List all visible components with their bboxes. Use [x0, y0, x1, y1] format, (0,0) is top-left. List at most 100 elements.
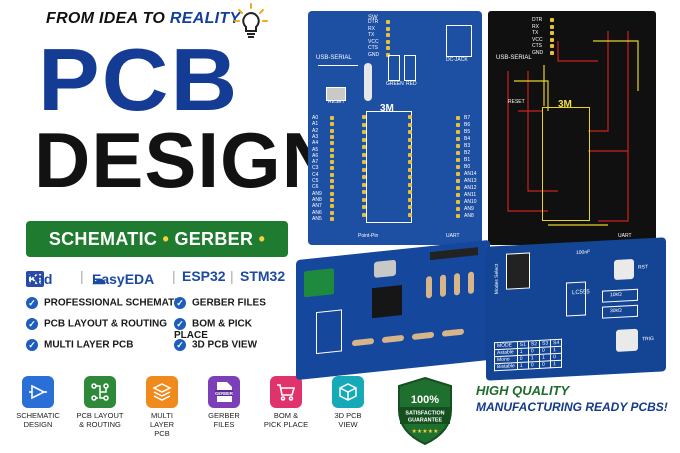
pin-label: AN14 — [464, 171, 477, 177]
pin-pad — [330, 147, 334, 152]
service-label-line1: PCB LAYOUT — [76, 411, 124, 420]
feature-item: ✓PCB LAYOUT & ROUTING — [26, 318, 167, 330]
chip-pin-pad — [362, 130, 366, 134]
pin-pad — [330, 134, 334, 139]
chip-outline — [566, 281, 586, 317]
check-icon: ✓ — [26, 339, 38, 351]
pcb-board-555: Modes Select 100nF RST LC555 10kΩ 30kΩ T… — [486, 237, 666, 381]
pin-pad — [456, 179, 460, 183]
stm32-label: STM32 — [240, 268, 286, 284]
pin-label: A2 — [312, 127, 319, 134]
check-icon: ✓ — [174, 297, 186, 309]
feature-item: ✓PROFESSIONAL SCHEMATIC — [26, 297, 184, 309]
table-cell: 0 — [528, 361, 540, 369]
pcb-layout-icon — [84, 376, 116, 408]
service-label-line2: PCB — [154, 429, 170, 438]
board-label-usb: USB-SERIAL — [316, 55, 352, 61]
pin-label: AN8 — [312, 196, 322, 203]
copper-traces — [507, 31, 639, 226]
easyeda-text: EasyEDA — [92, 271, 155, 287]
pin-label: AN11 — [464, 192, 477, 198]
service-label-line2: FILES — [213, 420, 235, 429]
pin-pad — [386, 26, 390, 31]
pin-label: A1 — [312, 121, 319, 128]
pin-pad — [550, 31, 554, 35]
pin-pad — [330, 216, 334, 221]
feature-item: ✓MULTI LAYER PCB — [26, 339, 133, 351]
badge-stars: ★★★★★ — [412, 428, 439, 435]
pin-label: AN7 — [312, 203, 322, 210]
pin-pad — [330, 204, 334, 209]
service-label-line1: BOM & — [273, 411, 299, 420]
pin-label: TX — [368, 32, 375, 38]
resistor — [442, 328, 464, 337]
chip-pin-pad — [362, 122, 366, 127]
chip-pin-pad — [408, 197, 412, 202]
pin-pad — [456, 200, 460, 204]
cloud-icon: ☁ — [92, 271, 106, 287]
pin-label: GND — [368, 51, 380, 58]
board-label-dc-jack: DC-JACK — [446, 57, 468, 63]
silkscreen-line — [318, 65, 358, 66]
mode-table: MODE S1 S2 S3 S4 Astable 1 0 0 1 Mono 0 … — [494, 339, 562, 372]
tagline-part-b: REALITY — [169, 10, 241, 27]
pin-pad — [330, 197, 334, 202]
quality-line1: HIGH QUALITY — [476, 383, 570, 398]
quality-line2: MANUFACTURING READY PCBS! — [476, 400, 668, 414]
board-label-usb: USB-SERIAL — [496, 55, 532, 61]
resistor — [454, 272, 460, 296]
service-label-line2: DESIGN — [23, 420, 53, 429]
chip-pin-pad — [408, 130, 412, 134]
pin-label: C3 — [312, 165, 319, 172]
pin-label: B4 — [464, 136, 471, 142]
chip-pin-pad — [362, 145, 366, 149]
badge-percent: 100% — [411, 394, 439, 406]
pin-pad — [330, 185, 334, 190]
board-label-rst: RST — [638, 264, 648, 271]
pin-label: GND — [532, 49, 544, 56]
pin-pad — [456, 186, 460, 190]
pin-label: AN5 — [312, 215, 322, 222]
chip-pin-pad — [362, 175, 366, 179]
pin-label: RX — [532, 23, 539, 30]
microcontroller — [372, 285, 402, 319]
pin-pad — [550, 44, 554, 48]
schematic-icon — [22, 376, 54, 408]
board-label-reset: RESET — [328, 99, 345, 105]
pin-pad — [550, 50, 554, 55]
esp32-label: ESP32 — [182, 268, 226, 284]
service-label-line1: MULTI LAYER — [149, 411, 175, 429]
chip-pin-pad — [408, 167, 412, 172]
chip-pin-pad — [362, 212, 366, 217]
pin-pad — [456, 151, 460, 155]
pin-label: C4 — [312, 171, 319, 178]
screw-terminal — [304, 268, 334, 298]
pin-pad — [456, 172, 460, 176]
banner-dot: • — [258, 229, 266, 249]
service-label-line1: SCHEMATIC — [16, 411, 60, 420]
board-label-uart: UART — [618, 233, 632, 239]
feature-list: ✓PROFESSIONAL SCHEMATIC ✓GERBER FILES ✓P… — [22, 293, 284, 357]
pin-pad — [456, 165, 460, 169]
service-label-line1: 3D PCB — [334, 411, 362, 420]
chip-pin-pad — [362, 167, 366, 172]
pin-label: C5 — [312, 178, 319, 184]
check-icon: ✓ — [174, 339, 186, 351]
chip-pin-pad — [408, 137, 412, 142]
chip-pin-pad — [408, 145, 412, 149]
board-label-trig: TRIG — [642, 335, 654, 343]
pin-pad — [456, 193, 460, 197]
pin-label: AN9 — [312, 190, 322, 197]
pin-label: AN10 — [464, 199, 477, 205]
chip-pin-pad — [362, 182, 366, 187]
pin-label: CTS — [532, 43, 542, 49]
board-label-sw: SW — [368, 15, 378, 21]
gerber-icon-text: GERBER — [215, 391, 233, 396]
pin-pad — [456, 207, 460, 211]
